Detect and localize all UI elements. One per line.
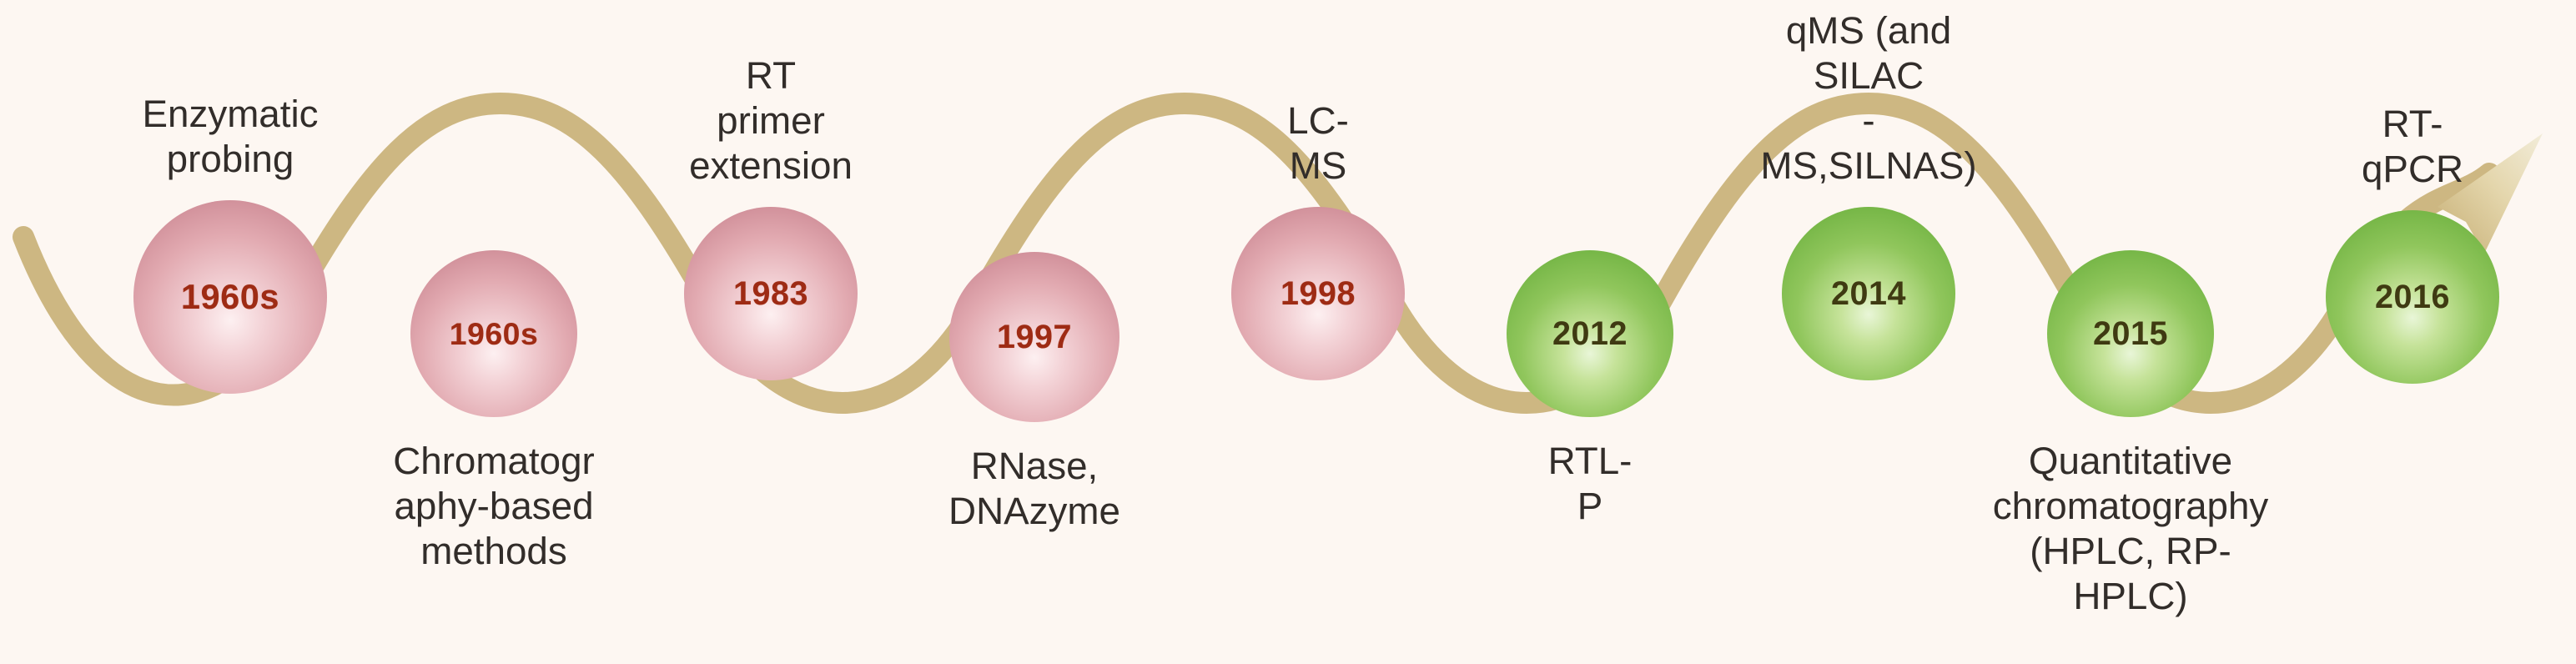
year-bubble[interactable]: 1998: [1231, 207, 1405, 380]
year-bubble[interactable]: 1997: [949, 252, 1119, 422]
milestone-1998-4: 1998 LC-MS: [1231, 99, 1405, 380]
milestone-label: Quantitative chromatography (HPLC, RP-HP…: [1992, 440, 2269, 617]
milestone-label: RTL-P: [1547, 440, 1633, 527]
year-bubble[interactable]: 2014: [1782, 207, 1955, 380]
milestone-label: LC-MS: [1287, 99, 1349, 187]
year-bubble[interactable]: 2015: [2047, 250, 2214, 417]
milestone-2014-6: 2014 qMS (and SILAC -MS,SILNAS): [1760, 9, 1977, 380]
milestone-label: Enzymatic probing: [142, 93, 319, 180]
year-bubble[interactable]: 2016: [2326, 210, 2499, 384]
milestone-2016-8: 2016 RT-qPCR: [2326, 103, 2499, 384]
milestone-label: RT primer extension: [689, 54, 853, 187]
milestone-1983-2: 1983 RT primer extension: [684, 54, 858, 380]
milestone-1960s-0: 1960s Enzymatic probing: [133, 93, 327, 394]
milestone-label: RNase, DNAzyme: [948, 445, 1120, 532]
year-bubble[interactable]: 2012: [1507, 250, 1673, 417]
year-bubble[interactable]: 1960s: [410, 250, 577, 417]
milestone-label: Chromatogr aphy-based methods: [393, 440, 595, 572]
year-bubble[interactable]: 1960s: [133, 200, 327, 394]
milestone-label: RT-qPCR: [2361, 103, 2464, 190]
year-bubble[interactable]: 1983: [684, 207, 858, 380]
milestone-label: qMS (and SILAC -MS,SILNAS): [1760, 9, 1977, 187]
